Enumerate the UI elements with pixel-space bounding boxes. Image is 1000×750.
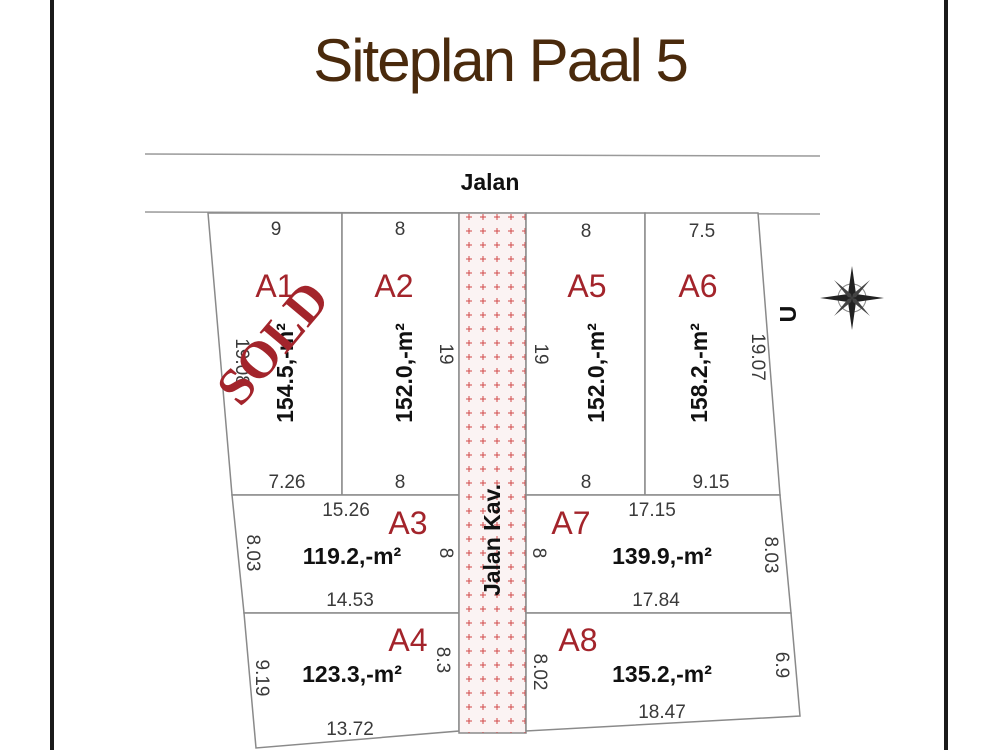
- area-a7: 139.9,-m²: [612, 543, 712, 569]
- area-a3: 119.2,-m²: [303, 543, 402, 569]
- lot-label-a1: A1: [255, 268, 294, 304]
- compass-icon: [820, 266, 884, 330]
- dim-a2-top: 8: [395, 219, 406, 240]
- area-a8: 135.2,-m²: [612, 661, 712, 687]
- road-kav-pattern: [459, 213, 526, 733]
- dim-a1-left: 19.08: [231, 338, 252, 386]
- dim-a3-bottom: 14.53: [326, 590, 374, 611]
- dim-a3-right: 8: [435, 548, 456, 559]
- dim-a4-right: 8.3: [432, 647, 453, 673]
- dim-a6-bottom: 9.15: [693, 472, 730, 493]
- dim-a8-left: 8.02: [529, 654, 550, 691]
- dim-a1-top: 9: [271, 219, 282, 240]
- lot-label-a4: A4: [388, 622, 427, 658]
- lot-label-a8: A8: [558, 622, 597, 658]
- area-a1: 154.5,-m²: [272, 323, 298, 423]
- dim-a5-top: 8: [581, 221, 592, 242]
- area-a6: 158.2,-m²: [686, 323, 712, 423]
- dim-a5-left: 19: [530, 343, 551, 364]
- dim-a4-bottom: 13.72: [326, 719, 374, 740]
- dim-a4-left: 9.19: [251, 660, 272, 697]
- page-title: Siteplan Paal 5: [313, 27, 689, 94]
- plot-a8: [525, 612, 801, 732]
- area-a2: 152.0,-m²: [391, 323, 417, 423]
- dim-a6-right: 19.07: [747, 333, 768, 381]
- dim-a6-top: 7.5: [689, 221, 715, 242]
- dim-a2-right: 19: [435, 343, 456, 364]
- lot-label-a3: A3: [388, 505, 427, 541]
- area-a4: 123.3,-m²: [302, 661, 402, 687]
- dim-a8-right: 6.9: [771, 652, 792, 678]
- lot-label-a2: A2: [374, 268, 413, 304]
- lot-label-a7: A7: [551, 505, 590, 541]
- lot-label-a5: A5: [567, 268, 606, 304]
- lot-label-a6: A6: [678, 268, 717, 304]
- dim-a2-bottom: 8: [395, 472, 406, 493]
- dim-a7-top: 17.15: [628, 500, 676, 521]
- dim-a1-bottom: 7.26: [269, 472, 306, 493]
- dim-a3-top: 15.26: [322, 500, 370, 521]
- dim-a8-bottom: 18.47: [638, 702, 686, 723]
- area-a5: 152.0,-m²: [583, 323, 609, 423]
- dim-a5-bottom: 8: [581, 472, 592, 493]
- dim-a3-left: 8.03: [242, 535, 263, 572]
- frame-left-border: [50, 0, 54, 750]
- road-kav-label: Jalan Kav.: [479, 484, 505, 596]
- road-top-edge-upper: [144, 153, 821, 157]
- dim-a7-left: 8: [528, 548, 549, 559]
- frame-right-border: [944, 0, 948, 750]
- compass-label: U: [775, 306, 801, 323]
- road-top-label: Jalan: [461, 169, 520, 195]
- dim-a7-right: 8.03: [760, 537, 781, 574]
- dim-a7-bottom: 17.84: [632, 590, 680, 611]
